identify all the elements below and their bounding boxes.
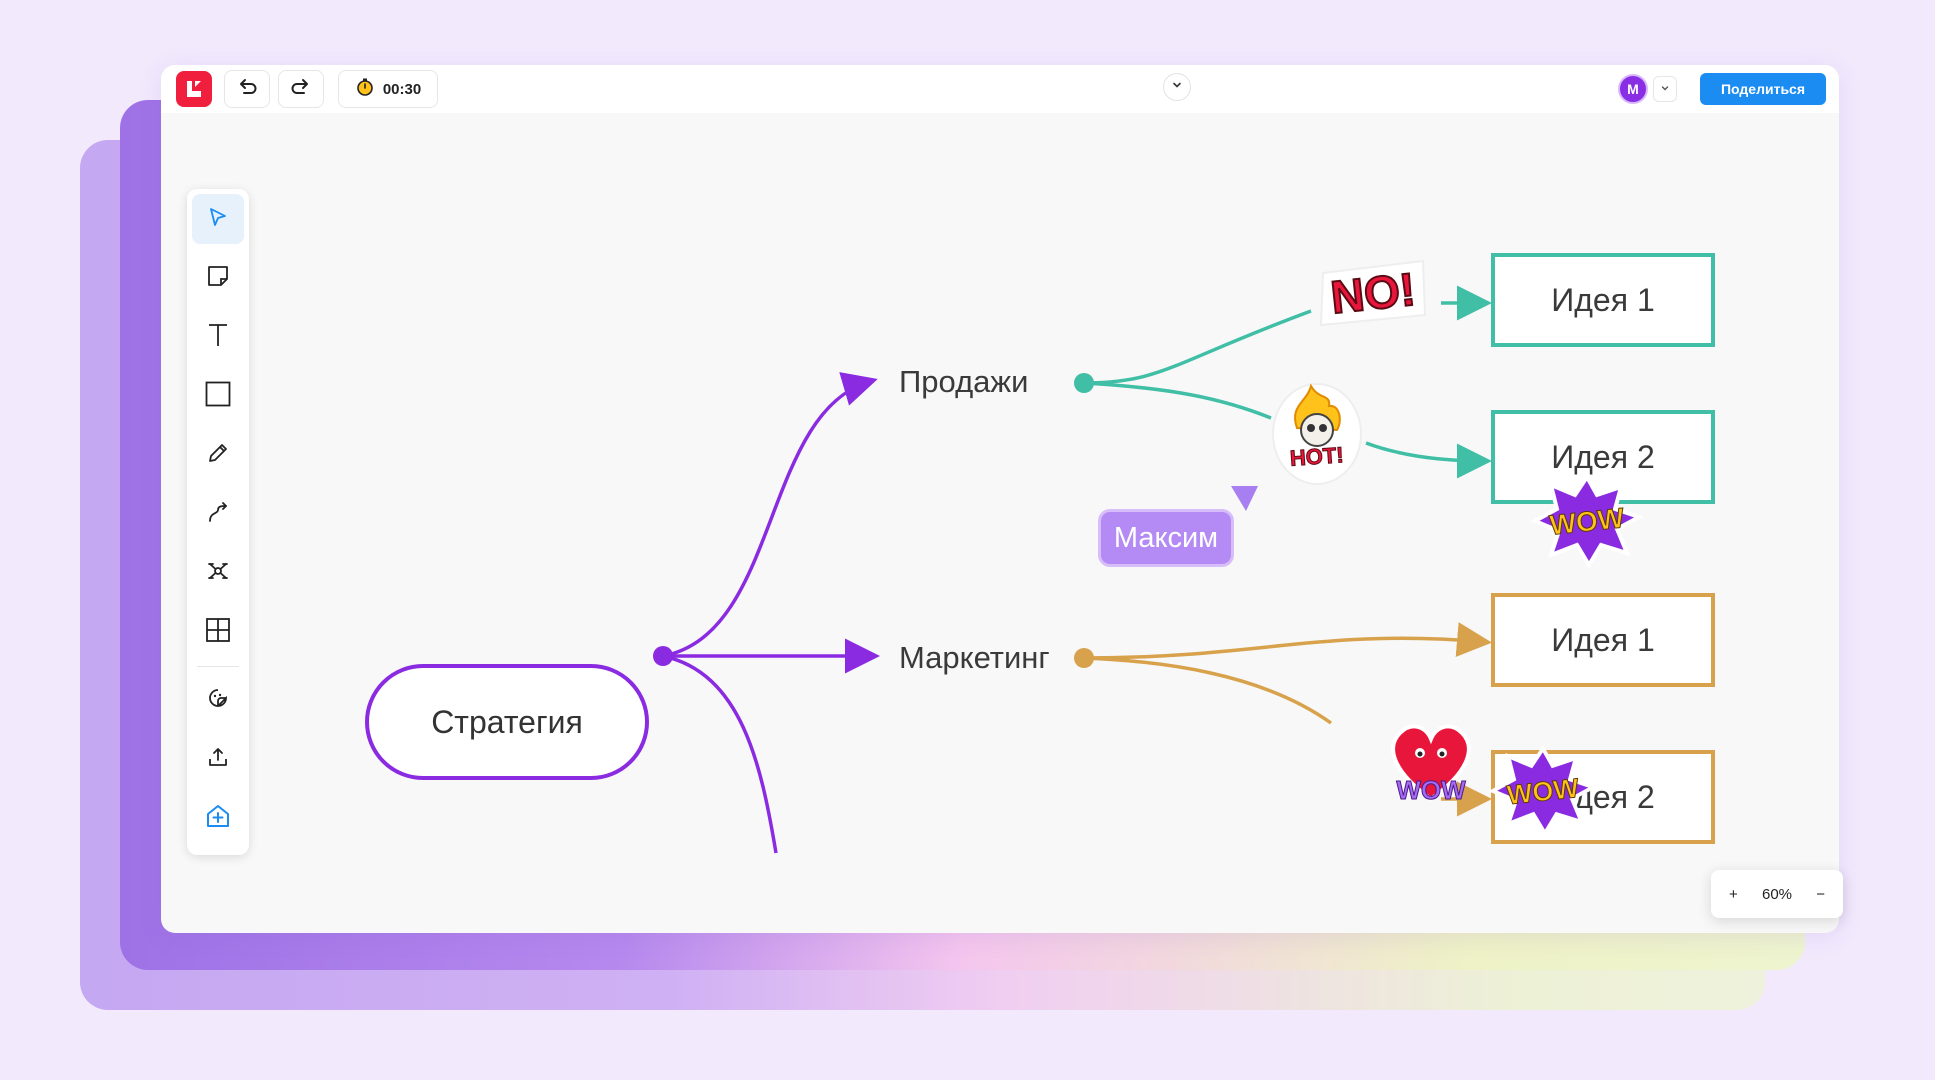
sticker-icon	[207, 687, 229, 714]
marketing-idea-1[interactable]: Идея 1	[1491, 593, 1715, 687]
collapse-toolbar-button[interactable]	[1163, 73, 1191, 101]
cursor-icon	[207, 206, 229, 233]
rectangle-icon	[205, 381, 231, 412]
sticker-hot-text: HOT!	[1289, 442, 1344, 471]
sticker-wow-purple-2[interactable]: WOW	[1488, 743, 1598, 843]
toolbar-divider	[197, 666, 239, 667]
avatar-menu-button[interactable]	[1653, 76, 1677, 102]
sticker-wow-purple[interactable]: WOW	[1530, 473, 1644, 573]
marketing-connector-idea2	[1083, 656, 1492, 817]
top-bar: 00:30 M Поделиться	[161, 65, 1839, 113]
zoom-control: + 60% −	[1711, 870, 1843, 918]
sticker-no-text: NO!	[1328, 263, 1417, 324]
tool-table[interactable]	[192, 607, 244, 657]
tool-apps[interactable]	[192, 793, 244, 843]
sticker-hot[interactable]: HOT!	[1267, 376, 1367, 491]
tools-panel	[187, 189, 249, 855]
root-handle[interactable]	[653, 646, 673, 666]
tool-sticky-note[interactable]	[192, 253, 244, 303]
tool-pen[interactable]	[192, 430, 244, 480]
upload-icon	[207, 746, 229, 773]
board-window: 00:30 M Поделиться	[161, 65, 1839, 933]
timer-value: 00:30	[382, 80, 422, 98]
sticker-wow-2-text: WOW	[1506, 773, 1581, 810]
sticker-heart-wow-2[interactable]: WOW	[1382, 713, 1480, 816]
mindmap-connectors	[653, 285, 1492, 854]
root-connector-offscreen	[662, 654, 778, 854]
board-canvas[interactable]: Стратегия Продажи Маркетинг Идея 1 Идея …	[161, 113, 1839, 933]
sales-handle[interactable]	[1074, 373, 1094, 393]
connector-icon	[206, 500, 230, 529]
sticker-wow-text: WOW	[1548, 502, 1626, 541]
add-app-icon	[205, 803, 231, 834]
sales-connector-idea2	[1083, 381, 1492, 479]
undo-icon	[236, 76, 258, 103]
text-icon	[206, 322, 230, 353]
sticker-heart-wow-2-text: WOW	[1396, 775, 1466, 805]
tool-select[interactable]	[192, 194, 244, 244]
sticky-note-icon	[206, 264, 230, 293]
mindmap-icon	[206, 559, 230, 588]
tool-text[interactable]	[192, 312, 244, 362]
chevron-down-icon	[1660, 80, 1670, 98]
sticker-no[interactable]: NO!	[1313, 253, 1433, 338]
tool-mind-map[interactable]	[192, 548, 244, 598]
zoom-out-button[interactable]: −	[1816, 885, 1825, 903]
stopwatch-icon	[355, 77, 375, 101]
user-avatar[interactable]: M	[1618, 74, 1648, 104]
zoom-level: 60%	[1761, 885, 1793, 903]
sales-connector-idea1	[1083, 285, 1492, 385]
root-connector-sales	[662, 372, 878, 658]
branch-node-sales[interactable]: Продажи	[899, 364, 1029, 399]
app-logo-icon[interactable]	[176, 71, 212, 107]
tool-shape[interactable]	[192, 371, 244, 421]
zoom-in-button[interactable]: +	[1729, 885, 1738, 903]
tool-connector[interactable]	[192, 489, 244, 539]
redo-icon	[290, 76, 312, 103]
marketing-handle[interactable]	[1074, 648, 1094, 668]
pen-icon	[206, 441, 230, 470]
timer-button[interactable]: 00:30	[338, 70, 438, 108]
mindmap-root-node[interactable]: Стратегия	[365, 664, 649, 780]
redo-button[interactable]	[278, 70, 324, 108]
branch-node-marketing[interactable]: Маркетинг	[899, 640, 1050, 675]
share-button[interactable]: Поделиться	[1700, 73, 1826, 105]
chevron-down-icon	[1171, 78, 1183, 96]
tool-upload[interactable]	[192, 734, 244, 784]
undo-button[interactable]	[224, 70, 270, 108]
sales-idea-1[interactable]: Идея 1	[1491, 253, 1715, 347]
marketing-connector-idea1	[1083, 622, 1492, 660]
collaborator-cursor-icon	[1231, 486, 1258, 511]
table-icon	[205, 617, 231, 648]
tool-stickers[interactable]	[192, 675, 244, 725]
collaborator-cursor-label: Максим	[1098, 509, 1234, 567]
